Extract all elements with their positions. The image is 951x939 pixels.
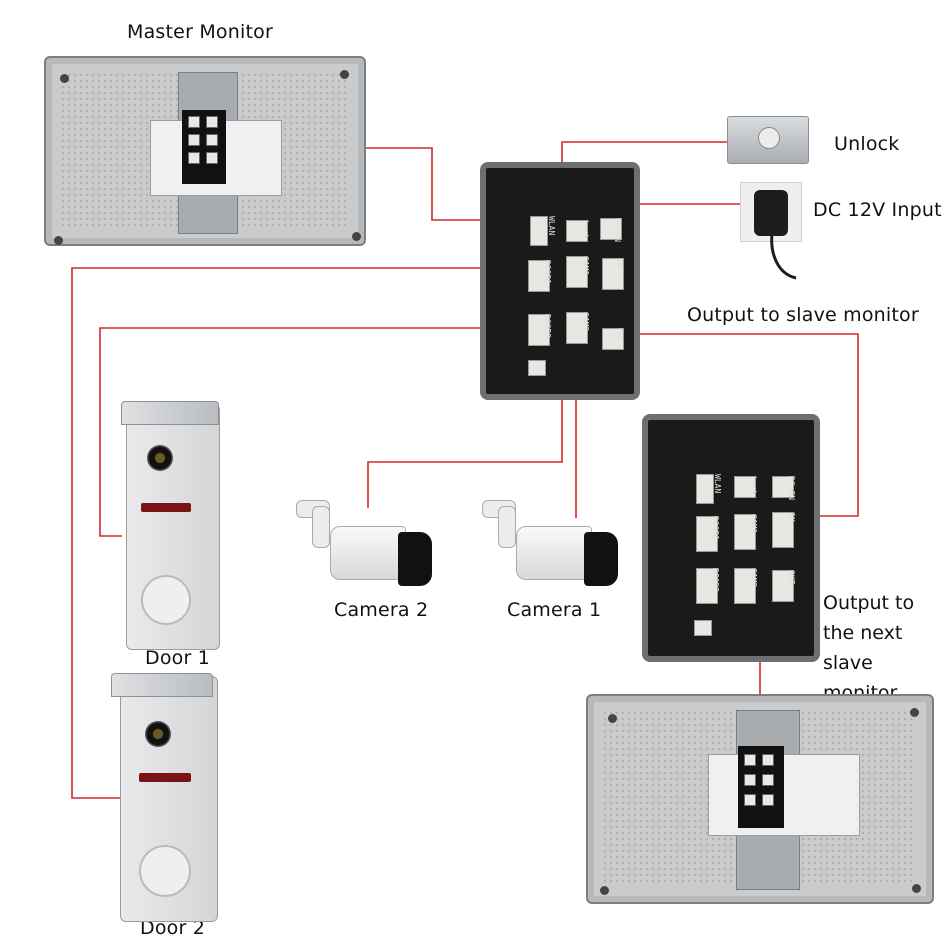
lock-port-label: Lock — [749, 476, 758, 496]
camera1-arm — [498, 506, 516, 548]
camera-lens — [147, 445, 173, 471]
lock-port-label: Lock — [581, 220, 590, 240]
door2-port-label: DOOR2 — [543, 314, 552, 339]
ir-leds — [139, 773, 191, 782]
rain-hood — [121, 401, 219, 425]
wlan-port — [530, 216, 548, 246]
lock-knob — [758, 127, 780, 149]
lock-port — [566, 220, 588, 242]
pin — [762, 754, 774, 766]
slave-monitor — [586, 694, 934, 904]
door1-port — [696, 516, 718, 552]
master-connection-board: WLAN Lock DC-IN DOOR1 CAM1 IN DOOR2 CAM2… — [480, 162, 640, 400]
adapter-cable — [770, 234, 797, 280]
in-port — [772, 512, 794, 548]
unlock-label: Unlock — [834, 133, 900, 155]
master-monitor-label: Master Monitor — [127, 21, 273, 43]
screw — [352, 232, 361, 241]
camera1-front — [584, 532, 618, 586]
master-monitor — [44, 56, 366, 246]
pin — [762, 774, 774, 786]
camera2-front — [398, 532, 432, 586]
cam2-port-label: CAM2 — [581, 312, 590, 332]
connector-block — [182, 110, 226, 184]
pin — [762, 794, 774, 806]
wlan-port-label: WLAN — [713, 474, 722, 494]
screw — [60, 74, 69, 83]
dc-input-label: DC 12V Input — [813, 199, 942, 221]
pin — [206, 134, 218, 146]
camera2-label: Camera 2 — [334, 599, 429, 621]
dcin-port — [600, 218, 622, 240]
cam2-port — [734, 568, 756, 604]
camera2-body — [330, 526, 406, 580]
pin — [206, 116, 218, 128]
door2-port — [528, 314, 550, 346]
out-port — [602, 328, 624, 350]
door1-outdoor-station — [121, 401, 220, 650]
dcin-port-label: DC-IN — [613, 218, 622, 243]
wire-dc-input — [621, 203, 752, 224]
screw — [340, 70, 349, 79]
screw — [54, 236, 63, 245]
wlan-port — [696, 474, 714, 504]
small-connector — [528, 360, 546, 376]
door2-outdoor-station — [111, 673, 218, 922]
cam2-port — [566, 312, 588, 344]
camera2-arm — [312, 506, 330, 548]
call-button — [141, 575, 191, 625]
rating-sticker — [708, 754, 860, 836]
screw — [912, 884, 921, 893]
cam1-port — [734, 514, 756, 550]
dcin-port — [772, 476, 794, 498]
lock-port — [734, 476, 756, 498]
cam1-port — [566, 256, 588, 288]
power-adapter — [754, 190, 788, 236]
screw — [600, 886, 609, 895]
connector-block — [738, 746, 784, 828]
door1-label: Door 1 — [145, 647, 211, 669]
wlan-port-label: WLAN — [547, 216, 556, 236]
small-connector — [694, 620, 712, 636]
door1-port-label: DOOR1 — [711, 516, 720, 541]
cam2-port-label: CAM2 — [749, 568, 758, 588]
door1-port-label: DOOR1 — [543, 260, 552, 285]
door2-port-label: DOOR2 — [711, 568, 720, 593]
output-next-label: Output to the next slave monitor — [823, 592, 915, 704]
pin — [188, 152, 200, 164]
wire-door2 — [99, 327, 540, 537]
in-port-label: IN — [615, 258, 624, 268]
pin — [188, 116, 200, 128]
in-port-label: IN — [787, 512, 796, 522]
electric-lock — [727, 116, 809, 164]
camera-lens — [145, 721, 171, 747]
door1-port — [528, 260, 550, 292]
out-port-label: OUT — [787, 570, 796, 585]
rain-hood — [111, 673, 213, 697]
out-port — [772, 570, 794, 602]
call-button — [139, 845, 191, 897]
camera1-label: Camera 1 — [507, 599, 602, 621]
screw — [910, 708, 919, 717]
ir-leds — [141, 503, 191, 512]
camera1-body — [516, 526, 592, 580]
out-port-label: OUT — [615, 328, 624, 343]
screw — [608, 714, 617, 723]
cam1-port-label: CAM1 — [749, 514, 758, 534]
pin — [744, 774, 756, 786]
in-port — [602, 258, 624, 290]
pin — [206, 152, 218, 164]
pin — [188, 134, 200, 146]
slave-connection-board: WLAN Lock DC-IN DOOR1 CAM1 IN DOOR2 CAM2… — [642, 414, 820, 662]
door2-label: Door 2 — [140, 917, 206, 939]
pin — [744, 794, 756, 806]
output-slave-label: Output to slave monitor — [687, 304, 919, 326]
door2-port — [696, 568, 718, 604]
dcin-port-label: DC-IN — [787, 476, 796, 501]
pin — [744, 754, 756, 766]
wire-door1 — [71, 267, 540, 799]
cam1-port-label: CAM1 — [581, 256, 590, 276]
